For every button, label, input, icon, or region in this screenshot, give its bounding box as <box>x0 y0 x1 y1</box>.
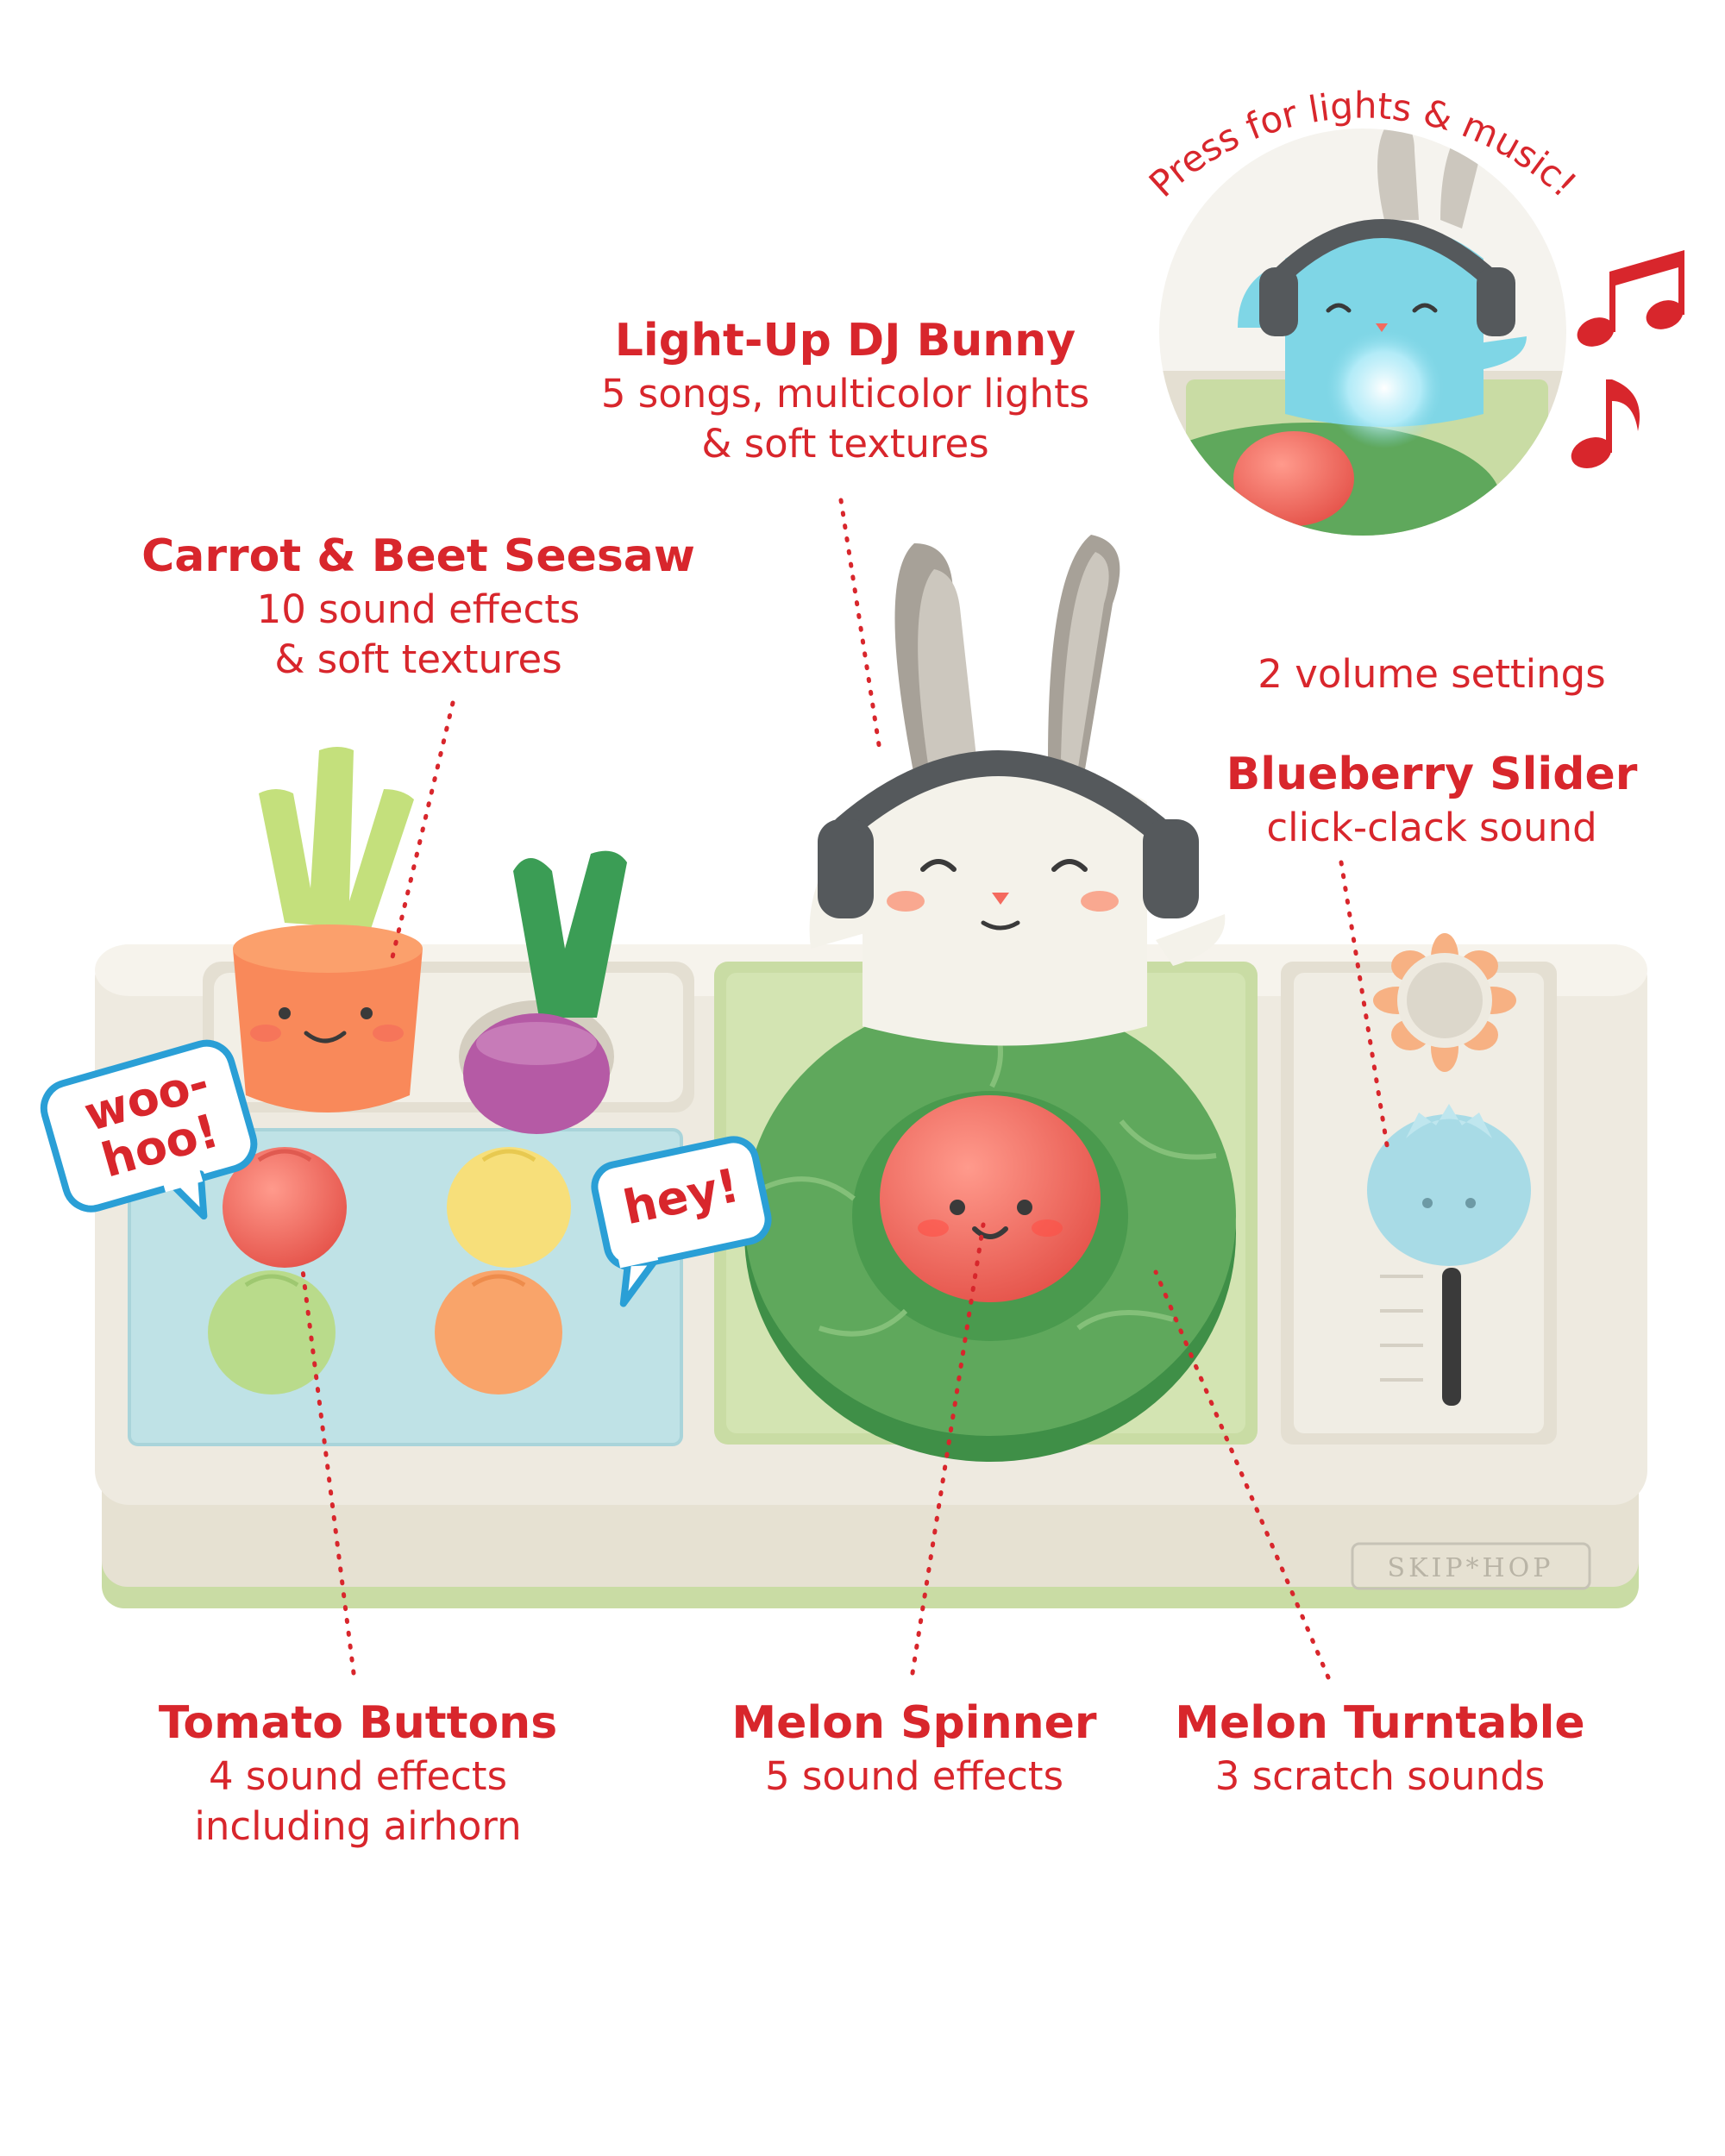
callout-tomato: Tomato Buttons 4 sound effects including… <box>104 1695 612 1852</box>
callout-line: 5 songs, multicolor lights <box>600 371 1090 417</box>
callout-title: Blueberry Slider <box>1226 749 1638 800</box>
callout-title: Melon Turntable <box>1175 1697 1585 1749</box>
carrot-seesaw[interactable] <box>233 747 423 1112</box>
callout-title: Tomato Buttons <box>158 1697 558 1749</box>
callout-line: & soft textures <box>274 636 562 682</box>
melon-spinner[interactable] <box>880 1095 1101 1302</box>
callout-line: & soft textures <box>701 421 989 467</box>
tomato-button-red[interactable] <box>223 1147 347 1268</box>
hey-bubble <box>591 1136 772 1307</box>
callout-title: Melon Spinner <box>731 1697 1097 1749</box>
callout-line: 10 sound effects <box>256 586 580 632</box>
dj-bunny[interactable] <box>809 535 1226 1046</box>
woohoo-bubble <box>40 1039 258 1220</box>
callout-title: Light-Up DJ Bunny <box>614 315 1076 367</box>
callout-line: 2 volume settings <box>1258 651 1606 697</box>
leader-lines <box>299 498 1391 1680</box>
brand-logo: SKIP*HOP <box>1388 1553 1554 1583</box>
callout-line: 3 scratch sounds <box>1214 1753 1546 1799</box>
callout-title: Carrot & Beet Seesaw <box>141 530 695 582</box>
beet-seesaw[interactable] <box>463 850 627 1134</box>
inset-bunny-closeup: Press for lights & music! <box>1141 85 1584 536</box>
blueberry-slider[interactable] <box>1367 1104 1531 1266</box>
brand-plaque <box>1351 1542 1591 1590</box>
callout-line: click-clack sound <box>1266 805 1597 850</box>
callout-line: including airhorn <box>194 1803 522 1849</box>
tomato-button-yellow[interactable] <box>447 1147 571 1268</box>
callout-dj-bunny: Light-Up DJ Bunny 5 songs, multicolor li… <box>552 312 1138 469</box>
callout-line: 4 sound effects <box>208 1753 508 1799</box>
callout-line: 5 sound effects <box>764 1753 1064 1799</box>
callout-turntable: Melon Turntable 3 scratch sounds <box>1156 1695 1604 1802</box>
music-notes-icon <box>1571 250 1684 468</box>
callout-seesaw: Carrot & Beet Seesaw 10 sound effects & … <box>138 528 699 685</box>
flower-speaker <box>1373 933 1516 1072</box>
tomato-button-green[interactable] <box>208 1270 336 1395</box>
callout-volume: 2 volume settings <box>1225 649 1639 699</box>
tomato-button-orange[interactable] <box>435 1270 562 1395</box>
callout-slider: Blueberry Slider click-clack sound <box>1225 746 1639 853</box>
callout-spinner: Melon Spinner 5 sound effects <box>707 1695 1121 1802</box>
